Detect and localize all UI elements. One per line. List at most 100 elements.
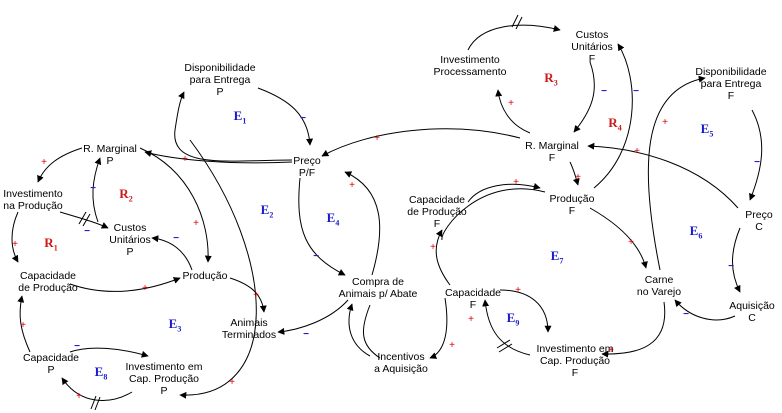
loop-index: 7: [559, 256, 564, 266]
loop-index: 3: [177, 324, 182, 334]
polarity-plus: +: [515, 285, 521, 296]
node-line: Custos: [113, 222, 147, 234]
polarity-plus: +: [253, 290, 259, 301]
node-line: Cap. Produção: [128, 373, 200, 385]
polarity-plus: +: [76, 391, 82, 402]
link-r-marginal-p-to-producao-p: [139, 147, 212, 263]
link-disp-entrega-p-to-preco-pf: [257, 87, 314, 146]
link-custos-p-to-r-marginal-p: [92, 157, 102, 223]
polarity-minus: −: [728, 261, 734, 272]
loop-letter: R: [544, 70, 554, 85]
node-investimento-cap-p: Investimento em Cap. Produção P: [125, 361, 202, 397]
link-capacidade-f-to-incentivos: [429, 297, 448, 359]
polarity-minus: −: [313, 251, 319, 262]
node-line: F: [568, 205, 576, 217]
node-line: P: [106, 155, 114, 167]
loop-label-e6: E6: [690, 223, 703, 241]
link-preco-pf-to-r-marginal-p: [144, 150, 293, 164]
node-line: na Produção: [3, 200, 63, 212]
node-line: Disponibilidade: [184, 62, 256, 74]
link-custos-f-to-r-marginal-f: [573, 61, 595, 133]
node-r-marginal-p: R. Marginal P: [83, 143, 137, 167]
loop-index: 5: [709, 129, 714, 139]
polarity-minus: −: [84, 226, 90, 237]
loop-letter: E: [233, 108, 243, 123]
link-animais-to-investimento-cap-p: [179, 139, 257, 399]
polarity-plus: +: [41, 157, 47, 168]
loop-letter: R: [44, 235, 54, 250]
node-line: P: [47, 364, 55, 376]
node-line: Investimento: [3, 188, 63, 200]
node-line: de Produção: [407, 206, 467, 218]
link-disp-entrega-f-to-preco-c: [749, 109, 763, 201]
link-investimento-cap-p-to-capacidade-p: [61, 377, 133, 401]
node-line: R. Marginal: [525, 140, 579, 152]
loop-letter: E: [550, 248, 560, 263]
node-line: Compra de: [352, 276, 404, 288]
delay-mark: [496, 339, 511, 349]
polarity-plus: +: [608, 345, 614, 356]
link-r-marginal-f-to-preco-pf: [321, 128, 521, 157]
node-aquisicao-c: Aquisição C: [729, 300, 775, 324]
node-line: F: [433, 218, 441, 230]
link-compra-to-preco-pf: [344, 171, 381, 276]
link-preco-c-to-r-marginal-f: [587, 142, 739, 209]
node-custos-unitarios-p: Custos Unitários P: [109, 222, 150, 258]
node-producao-f: Produção F: [550, 193, 595, 217]
link-capacidade-p-to-capacidade-producao: [17, 295, 31, 353]
polarity-plus: +: [349, 180, 355, 191]
node-line: Unitários: [571, 41, 613, 53]
node-carne-varejo: Carne no Varejo: [637, 274, 681, 298]
polarity-minus: −: [303, 329, 309, 340]
polarity-minus: −: [601, 86, 607, 97]
node-line: F: [588, 53, 596, 65]
node-line: P: [126, 246, 134, 258]
node-capacidade-p: Capacidade P: [23, 352, 79, 376]
delay-mark: [511, 14, 519, 28]
loop-index: 2: [128, 194, 133, 204]
node-disp-entrega-p: Disponibilidade para Entrega P: [184, 62, 255, 98]
link-aquisicao-c-to-carne-varejo: [674, 299, 736, 321]
link-capacidade-p-to-investimento-cap-p: [69, 347, 149, 358]
node-line: de Produção: [18, 282, 78, 294]
polarity-minus: −: [300, 113, 306, 124]
link-inv-processamento-to-custos-f: [467, 24, 561, 51]
loop-index: 9: [515, 318, 520, 328]
loop-label-e8: E8: [95, 364, 108, 382]
loop-label-e2: E2: [261, 202, 274, 220]
node-line: para Entrega: [189, 74, 251, 86]
loop-index: 8: [103, 372, 108, 382]
loop-letter: E: [689, 223, 699, 238]
node-line: F: [727, 90, 735, 102]
link-preco-pf-to-disp-entrega-p: [174, 91, 293, 162]
node-animais-terminados: Animais Terminados: [222, 317, 276, 341]
node-line: Terminados: [221, 329, 277, 341]
polarity-minus: −: [173, 233, 179, 244]
loop-letter: E: [506, 310, 516, 325]
link-r-marginal-p-to-investimento: [37, 147, 83, 183]
node-line: Produção: [549, 193, 595, 205]
loop-letter: R: [608, 115, 618, 130]
polarity-plus: +: [374, 133, 380, 144]
node-line: F: [548, 152, 556, 164]
loop-letter: R: [119, 186, 129, 201]
node-line: Aquisição: [729, 300, 775, 312]
polarity-minus: −: [633, 86, 639, 97]
link-incentivos-to-compra: [346, 303, 371, 357]
loop-label-e7: E7: [551, 248, 564, 266]
polarity-minus: −: [74, 341, 80, 352]
loop-label-r1: R1: [44, 235, 57, 253]
node-line: Produção: [182, 270, 228, 282]
loop-label-e5: E5: [701, 121, 714, 139]
link-capacidade-producao-f-to-producao-f: [467, 182, 541, 203]
loop-index: 1: [242, 116, 247, 126]
node-line: F: [571, 367, 579, 379]
link-producao-p-to-custos-p: [151, 235, 193, 271]
link-compra-to-animais: [277, 299, 349, 335]
polarity-plus: +: [229, 377, 235, 388]
link-carne-varejo-to-investimento-cap-f: [601, 301, 666, 358]
delay-mark: [82, 213, 91, 227]
node-line: P: [160, 385, 168, 397]
node-custos-unitarios-f: Custos Unitários F: [571, 29, 612, 65]
